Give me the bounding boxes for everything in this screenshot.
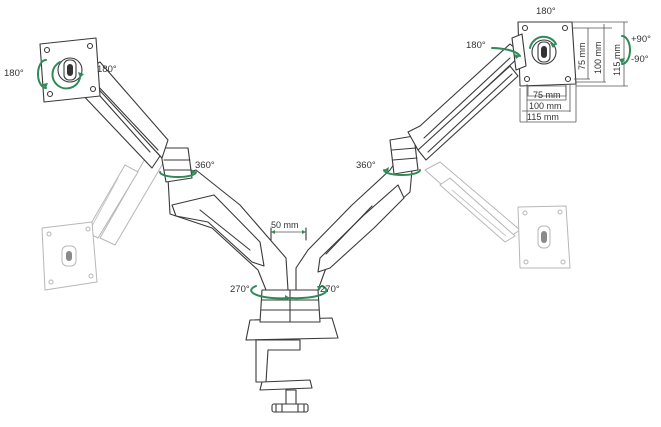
vesa-h-115-label: 115 mm <box>527 112 559 122</box>
ghost-right-arm <box>424 161 521 243</box>
angle-labels: 180° 180° 360° 180° 180° 360° +90° -90° … <box>4 6 651 295</box>
vesa-v-75-label: 75 mm <box>577 42 587 70</box>
right-upper-arm <box>407 43 523 161</box>
right-plate-side-label: 180° <box>466 40 486 51</box>
vesa-labels: 75 mm 100 mm 115 mm 75 mm 100 mm 115 mm <box>527 41 622 122</box>
desk-clamp <box>245 317 339 413</box>
left-plate-rotate-label: 180° <box>97 64 117 75</box>
pole-width-label: 50 mm <box>271 220 299 230</box>
right-lower-arm <box>295 139 413 291</box>
left-plate-tilt-label: 180° <box>4 68 24 79</box>
left-mount-plate <box>39 37 101 103</box>
pole-width-dimension <box>271 230 306 234</box>
tilt-up-label: +90° <box>631 34 651 45</box>
base-left-swivel-label: 270° <box>230 284 250 295</box>
tilt-down-label: -90° <box>631 54 649 65</box>
vesa-h-100-label: 100 mm <box>529 101 562 111</box>
vesa-h-75-label: 75 mm <box>533 90 561 100</box>
rotation-arrows <box>37 35 631 301</box>
vesa-v-100-label: 100 mm <box>593 41 603 74</box>
ghost-right-mount-plate <box>517 205 571 269</box>
ghost-left-mount-plate <box>41 221 98 291</box>
vesa-dimensions <box>519 21 628 123</box>
right-plate-top-label: 180° <box>536 6 556 17</box>
vesa-v-115-label: 115 mm <box>612 44 622 76</box>
right-mount-plate <box>511 21 577 97</box>
left-lower-arm <box>167 169 289 291</box>
left-elbow-joint <box>159 147 193 183</box>
right-elbow-swivel-label: 360° <box>356 160 376 171</box>
right-elbow-joint <box>389 135 419 175</box>
base-right-swivel-label: 270° <box>320 284 340 295</box>
left-elbow-swivel-label: 360° <box>195 160 215 171</box>
